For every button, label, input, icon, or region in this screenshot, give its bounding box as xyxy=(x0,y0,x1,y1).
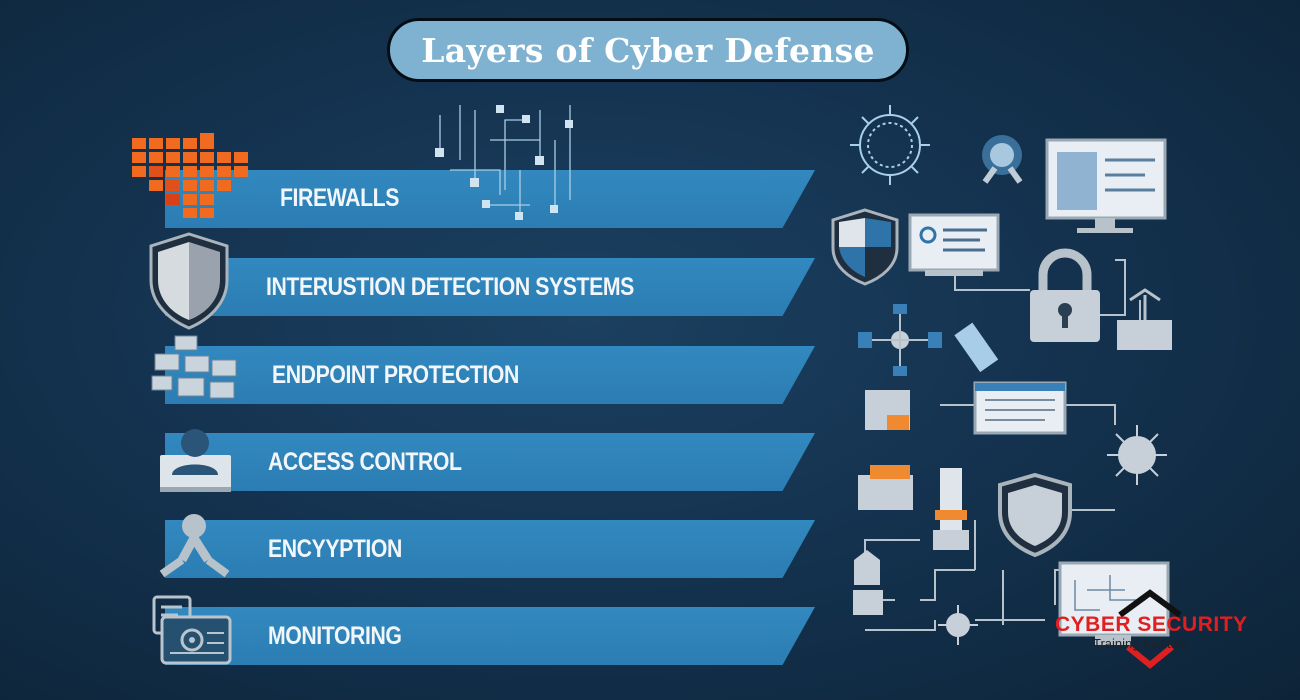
router-icon xyxy=(1117,288,1172,350)
firewall-icon xyxy=(132,133,248,218)
encryption-node-icon xyxy=(159,514,230,578)
network-hub-icon xyxy=(858,304,942,376)
server-stack-icon xyxy=(933,468,969,550)
layer-label: MONITORING xyxy=(268,622,402,650)
padlock-icon xyxy=(1030,248,1100,342)
layer-label: ACCESS CONTROL xyxy=(268,448,462,476)
virus-small-icon xyxy=(938,605,978,645)
circuit-board-icon xyxy=(435,105,573,220)
usb-stick-icon xyxy=(954,322,999,373)
virus-node-icon xyxy=(1107,425,1167,485)
logo-main-text: CYBER SECURITY xyxy=(1055,613,1248,636)
shield-icon xyxy=(149,232,229,330)
folder-icon xyxy=(858,465,913,510)
cyber-network-illustration xyxy=(831,105,1172,645)
layer-band-encryption xyxy=(165,520,815,578)
brand-logo: CYBER SECURITY Training Institute xyxy=(1055,585,1248,670)
workstation-icon xyxy=(1058,561,1170,645)
logo-sub-text: Training Institute xyxy=(1093,636,1189,651)
shield-large-icon xyxy=(998,472,1072,558)
layer-label: INTERUSTION DETECTION SYSTEMS xyxy=(266,273,634,301)
layer-band-endpoint xyxy=(165,346,815,404)
user-access-icon xyxy=(160,429,231,492)
layer-label: FIREWALLS xyxy=(280,184,399,212)
monitor-app-icon xyxy=(1045,138,1167,233)
layer-label: ENCYYPTION xyxy=(268,535,402,563)
logo-shield-icon xyxy=(1118,589,1182,669)
layer-band-access xyxy=(165,433,815,491)
layer-band-monitoring xyxy=(165,607,815,665)
shield-small-icon xyxy=(831,208,899,286)
layer-band-ids xyxy=(165,258,815,316)
document-window-icon xyxy=(973,381,1067,435)
castle-firewall-icon xyxy=(865,390,910,430)
endpoint-devices-icon xyxy=(151,335,237,399)
hacker-icon xyxy=(982,135,1023,184)
tag-lock-icon xyxy=(853,550,883,615)
layer-label: ENDPOINT PROTECTION xyxy=(272,361,519,389)
title-banner: Layers of Cyber Defense xyxy=(387,18,909,82)
page-title: Layers of Cyber Defense xyxy=(421,30,875,70)
monitoring-dashboard-icon xyxy=(152,595,232,665)
layer-band-firewalls xyxy=(165,170,815,228)
virus-icon xyxy=(850,105,930,185)
computer-icon xyxy=(908,213,1000,276)
